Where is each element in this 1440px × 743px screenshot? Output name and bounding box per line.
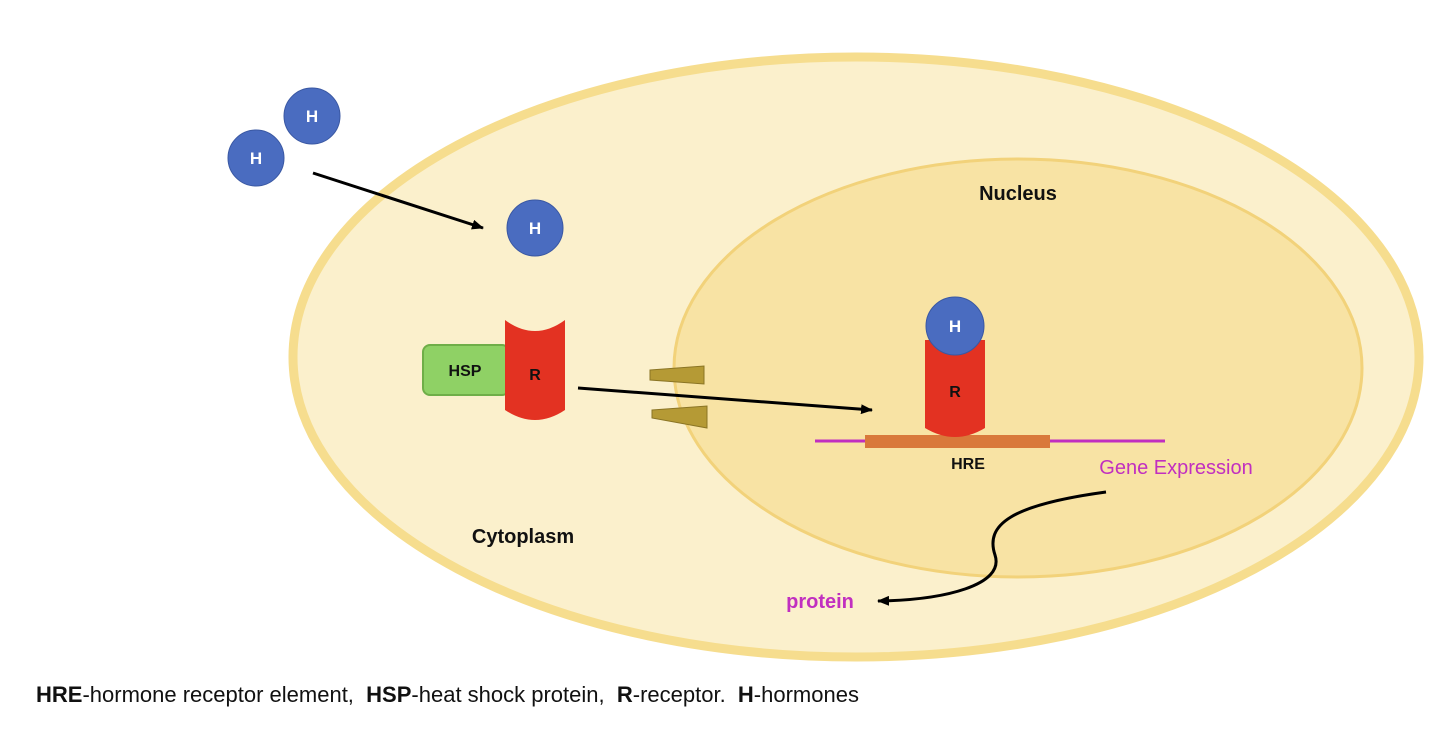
hormone-circle-cytoplasm <box>506 199 564 257</box>
legend-text-h: -hormones <box>753 682 859 707</box>
legend-abbr-hsp: HSP <box>366 682 412 707</box>
cytoplasm-label: Cytoplasm <box>472 526 574 548</box>
abbreviation-legend: HRE-hormone receptor element, HSP-heat s… <box>36 682 859 708</box>
legend-abbr-r: R <box>616 682 633 707</box>
nucleus-label: Nucleus <box>979 183 1057 205</box>
receptor-label-nucleus: R <box>949 384 961 401</box>
receptor-cytoplasm <box>505 320 565 420</box>
protein-label: protein <box>786 591 854 613</box>
hormone-label-outside-1: H <box>306 107 318 126</box>
hormone-circle-nucleus <box>925 296 985 356</box>
hormone-label-nucleus: H <box>949 317 961 336</box>
hormone-label-cytoplasm: H <box>529 219 541 238</box>
legend-abbr-hre: HRE <box>36 682 83 707</box>
nuclear-pore-top <box>649 365 705 385</box>
hormone-circle-outside-2 <box>227 129 285 187</box>
hormone-label-outside-2: H <box>250 149 262 168</box>
gene-expression-arrow <box>877 490 1107 606</box>
hsp-label: HSP <box>449 363 482 380</box>
receptor-translocation-arrow <box>577 386 873 415</box>
hre-label: HRE <box>951 456 985 473</box>
nuclear-pore-bottom <box>651 405 708 429</box>
receptor-label-cytoplasm: R <box>529 367 541 384</box>
legend-text-hsp: -heat shock protein, <box>411 682 617 707</box>
hormone-entry-arrow <box>312 171 484 230</box>
legend-abbr-h: H <box>737 682 754 707</box>
legend-text-r: -receptor. <box>632 682 738 707</box>
hre-segment <box>865 435 1050 448</box>
gene-expression-label: Gene Expression <box>1099 457 1252 479</box>
hormone-circle-outside-1 <box>283 87 341 145</box>
receptor-nucleus <box>925 340 985 437</box>
legend-text-hre: -hormone receptor element, <box>82 682 367 707</box>
